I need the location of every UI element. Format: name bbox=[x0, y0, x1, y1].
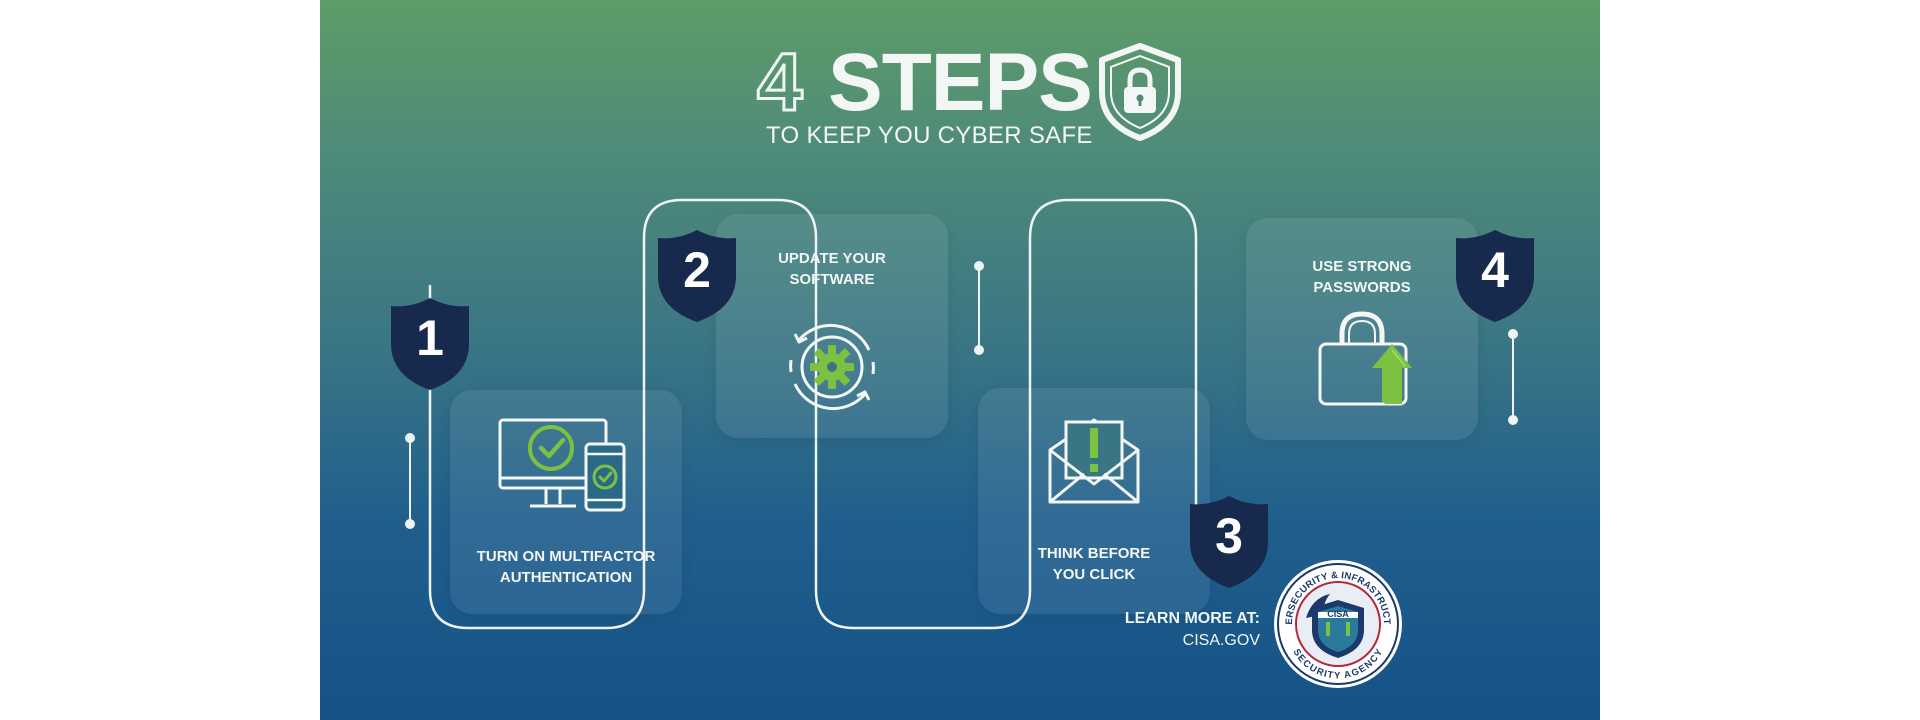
infographic-poster: 4 STEPS TO KEEP YOU CYBER SAFE T bbox=[320, 0, 1600, 720]
step-3-label-line1: THINK BEFORE bbox=[1037, 545, 1151, 562]
step-badge-4: 4 bbox=[1454, 228, 1536, 324]
envelope-alert-icon bbox=[1048, 418, 1140, 504]
step-2-label-line1: UPDATE YOUR bbox=[778, 250, 886, 267]
header: 4 STEPS TO KEEP YOU CYBER SAFE bbox=[320, 40, 1600, 150]
badge-shield-icon bbox=[1190, 496, 1268, 588]
step-card-1: TURN ON MULTIFACTOR AUTHENTICATION bbox=[450, 390, 682, 614]
step-card-4: USE STRONG PASSWORDS bbox=[1246, 218, 1478, 440]
dot-line-decor bbox=[405, 261, 1518, 529]
header-title: STEPS bbox=[828, 37, 1093, 128]
connector-path bbox=[405, 198, 1518, 630]
badge-shield-icon bbox=[658, 230, 736, 322]
cisa-seal-logo: CYBERSECURITY & INFRASTRUCTURE SECURITY … bbox=[1272, 558, 1402, 688]
step-badge-3: 3 bbox=[1188, 494, 1270, 590]
step-card-2: UPDATE YOUR SOFTWARE bbox=[716, 214, 948, 438]
step-badge-1: 1 bbox=[389, 296, 471, 392]
step-card-3: THINK BEFORE YOU CLICK bbox=[978, 388, 1210, 614]
step-4-label-line2: PASSWORDS bbox=[1313, 279, 1411, 296]
step-1-label-line2: AUTHENTICATION bbox=[499, 569, 633, 586]
step-1-number: 1 bbox=[416, 310, 444, 366]
seal-center-text: CISA bbox=[1327, 609, 1349, 619]
badge-shield-icon bbox=[391, 298, 469, 390]
step-badge-2: 2 bbox=[656, 228, 738, 324]
badge-shield-icon bbox=[1456, 230, 1534, 322]
step-4-number: 4 bbox=[1481, 242, 1509, 298]
step-4-label-line1: USE STRONG bbox=[1312, 258, 1412, 275]
padlock-arrow-up-icon bbox=[1318, 311, 1412, 406]
header-number: 4 bbox=[756, 37, 805, 128]
learn-more-label: LEARN MORE AT: bbox=[1124, 610, 1260, 627]
step-1-label-line1: TURN ON MULTIFACTOR bbox=[476, 548, 656, 565]
learn-more: LEARN MORE AT: CISA.GOV bbox=[1020, 608, 1260, 652]
learn-more-link[interactable]: CISA.GOV bbox=[1182, 632, 1260, 649]
header-subtitle: TO KEEP YOU CYBER SAFE bbox=[766, 122, 1093, 149]
shield-lock-icon bbox=[1099, 43, 1181, 141]
refresh-gear-icon bbox=[789, 323, 875, 411]
step-2-label-line2: SOFTWARE bbox=[789, 271, 875, 288]
step-2-number: 2 bbox=[683, 242, 711, 298]
step-3-number: 3 bbox=[1215, 508, 1243, 564]
devices-check-icon bbox=[498, 418, 626, 512]
step-3-label-line2: YOU CLICK bbox=[1052, 566, 1136, 583]
